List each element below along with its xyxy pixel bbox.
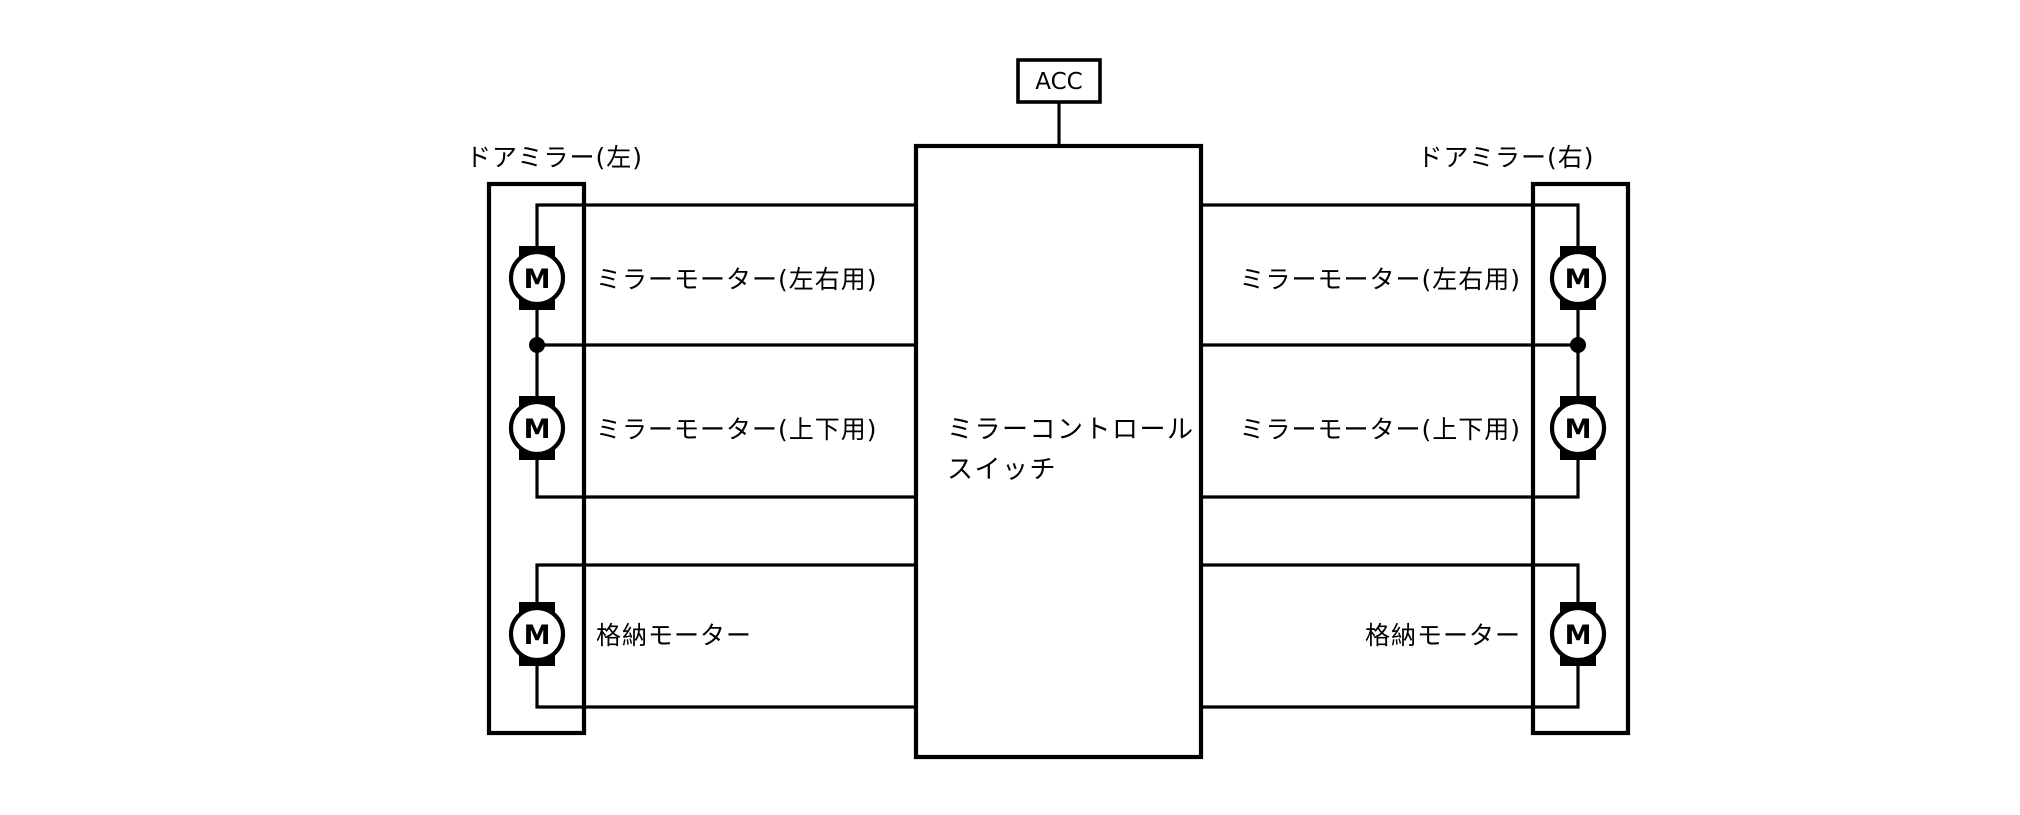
left-motor-lr: M: [508, 246, 566, 310]
left-motor-retract-label: 格納モーター: [596, 621, 752, 650]
left-retract-motor-top-wire: [535, 563, 916, 608]
right-motor-lr-symbol: M: [1565, 264, 1592, 295]
right-motor-retract-body: [1549, 605, 1607, 663]
left-motor-ud-label: ミラーモーター(上下用): [596, 415, 878, 444]
control-switch-label-line1: ミラーコントロール: [947, 415, 1195, 445]
left-motor-lr-label: ミラーモーター(左右用): [596, 265, 878, 294]
right-motor-retract-symbol: M: [1565, 620, 1592, 651]
mirror-control-switch-box: [913, 143, 1204, 760]
left-motor-retract-body: [508, 605, 566, 663]
right-motor-ud-body: [1549, 399, 1607, 457]
right-retract-motor-top-wire: [1201, 563, 1580, 608]
left-lr-motor-top-wire: [535, 203, 916, 252]
left-motor-ud-body: [508, 399, 566, 457]
left-door-mirror-title: ドアミラー(左): [466, 143, 643, 172]
left-junction-dot: [529, 337, 545, 353]
right-motor-lr-label: ミラーモーター(左右用): [1239, 265, 1521, 294]
left-motor-lr-symbol: M: [524, 264, 551, 295]
control-switch-label-line2: スイッチ: [947, 455, 1057, 485]
left-retract-motor-bottom-wire: [535, 660, 916, 709]
right-ud-motor-bottom-wire: [1201, 454, 1580, 499]
left-ud-motor-bottom-wire: [535, 454, 916, 499]
right-motor-ud-label: ミラーモーター(上下用): [1239, 415, 1521, 444]
left-door-mirror-box: [486, 181, 587, 736]
acc-power-group: ACC: [1016, 58, 1102, 146]
right-motor-ud: M: [1549, 396, 1607, 460]
right-junction-dot: [1570, 337, 1586, 353]
right-motor-retract: M: [1549, 602, 1607, 666]
left-motor-lr-body: [508, 249, 566, 307]
left-motor-retract-symbol: M: [524, 620, 551, 651]
right-door-mirror-group: ドアミラー(右) M ミラーモーター(左右用): [1201, 143, 1631, 736]
right-motor-lr-body: [1549, 249, 1607, 307]
right-motor-ud-symbol: M: [1565, 414, 1592, 445]
right-motor-retract-label: 格納モーター: [1365, 621, 1521, 650]
left-motor-retract: M: [508, 602, 566, 666]
right-motor-lr: M: [1549, 246, 1607, 310]
right-retract-motor-bottom-wire: [1201, 660, 1580, 709]
mirror-control-switch-group: ミラーコントロール スイッチ: [913, 143, 1204, 760]
right-door-mirror-box: [1530, 181, 1631, 736]
right-lr-motor-top-wire: [1201, 203, 1580, 252]
left-door-mirror-group: ドアミラー(左) M ミラーモーター(左右用): [466, 143, 916, 736]
acc-label: ACC: [1035, 69, 1082, 95]
left-motor-ud: M: [508, 396, 566, 460]
right-door-mirror-title: ドアミラー(右): [1417, 143, 1594, 172]
left-motor-ud-symbol: M: [524, 414, 551, 445]
